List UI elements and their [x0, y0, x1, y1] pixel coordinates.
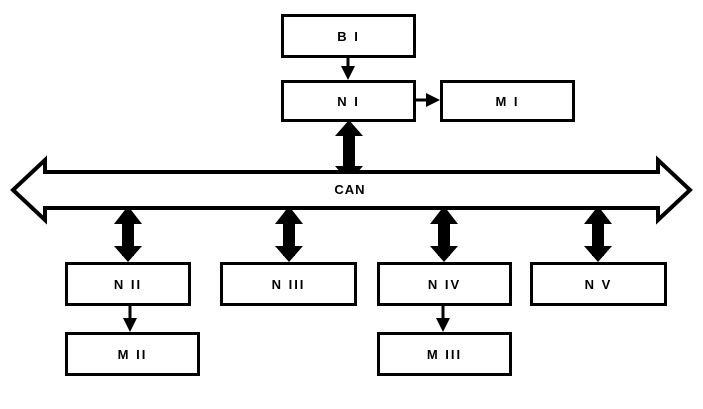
box-n1[interactable]: N I: [281, 80, 416, 122]
box-m2[interactable]: M II: [65, 332, 200, 376]
arrow-bus-to-n4: [430, 206, 458, 262]
arrow-bus-to-n2: [114, 206, 142, 262]
box-n5[interactable]: N V: [530, 262, 667, 306]
box-n4[interactable]: N IV: [377, 262, 512, 306]
box-m1[interactable]: M I: [440, 80, 575, 122]
box-m3[interactable]: M III: [377, 332, 512, 376]
arrow-bus-to-n5: [584, 206, 612, 262]
arrow-bus-to-n3: [275, 206, 303, 262]
arrow-n1-to-bus: [335, 120, 363, 182]
box-n2[interactable]: N II: [65, 262, 191, 306]
arrow-n2-to-m2: [123, 306, 137, 332]
arrow-b1-to-n1: [341, 58, 355, 80]
box-n3[interactable]: N III: [220, 262, 357, 306]
arrow-n1-to-m1: [416, 93, 440, 107]
box-b1[interactable]: B I: [281, 14, 416, 58]
arrow-n4-to-m3: [436, 306, 450, 332]
can-bus-label: CAN: [334, 182, 366, 197]
